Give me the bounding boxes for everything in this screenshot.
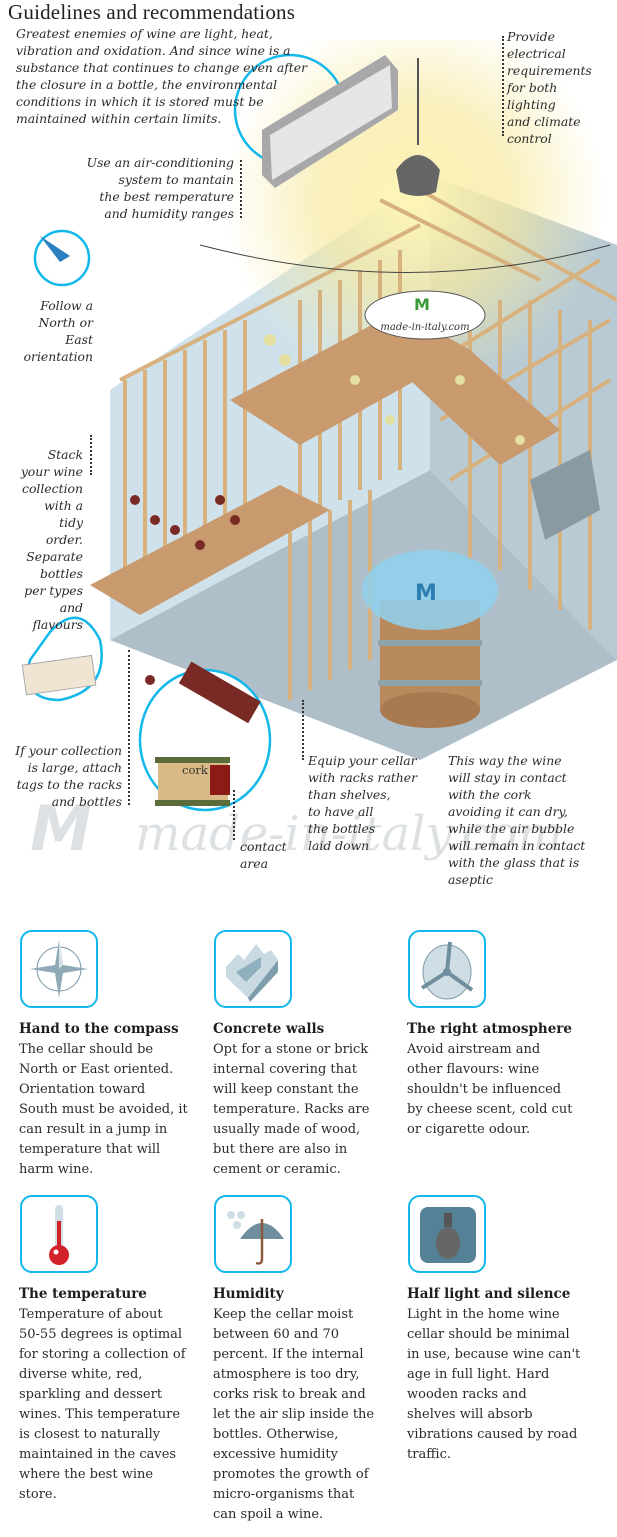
svg-text:M: M: [415, 581, 437, 606]
umbrella-icon: [214, 1195, 292, 1273]
svg-text:made-in-italy.com: made-in-italy.com: [135, 806, 563, 862]
card-title: Humidity: [213, 1286, 284, 1302]
compass-icon: [20, 930, 98, 1008]
svg-text:M: M: [414, 295, 430, 314]
concrete-wall-icon: [214, 930, 292, 1008]
compass-icon: [33, 229, 91, 287]
page-title: Guidelines and recommendations: [8, 0, 296, 24]
logo-sign: made-in-italy.com M: [364, 290, 486, 340]
ceiling-lamp-icon: [396, 58, 440, 196]
card-title: The temperature: [19, 1286, 147, 1302]
logo-text: made-in-italy.com: [380, 322, 469, 333]
air-conditioner-icon: [233, 53, 398, 188]
thermometer-icon: [20, 1195, 98, 1273]
tag-callout-icon: [21, 616, 103, 702]
card-title: Concrete walls: [213, 1021, 325, 1037]
hanging-wire: [199, 244, 611, 273]
wine-crate: [530, 450, 600, 540]
watermark: M made-in-italy.com: [30, 792, 563, 865]
card-title: Half light and silence: [407, 1286, 571, 1302]
fan-icon: [408, 930, 486, 1008]
bottles-light: [264, 334, 525, 445]
cork-label: cork: [182, 763, 208, 777]
light-bulb-icon: [408, 1195, 486, 1273]
wine-cellar-illustration: M made-in-italy.com M M made-in-italy.co…: [21, 40, 617, 865]
intro-text: Greatest enemies of wine are light, heat…: [16, 26, 308, 126]
cork-callout: [138, 661, 272, 812]
barrel-table: M: [362, 550, 498, 728]
card-title: Hand to the compass: [19, 1021, 179, 1037]
card-title: The right atmosphere: [407, 1021, 572, 1037]
svg-text:M: M: [30, 792, 92, 865]
